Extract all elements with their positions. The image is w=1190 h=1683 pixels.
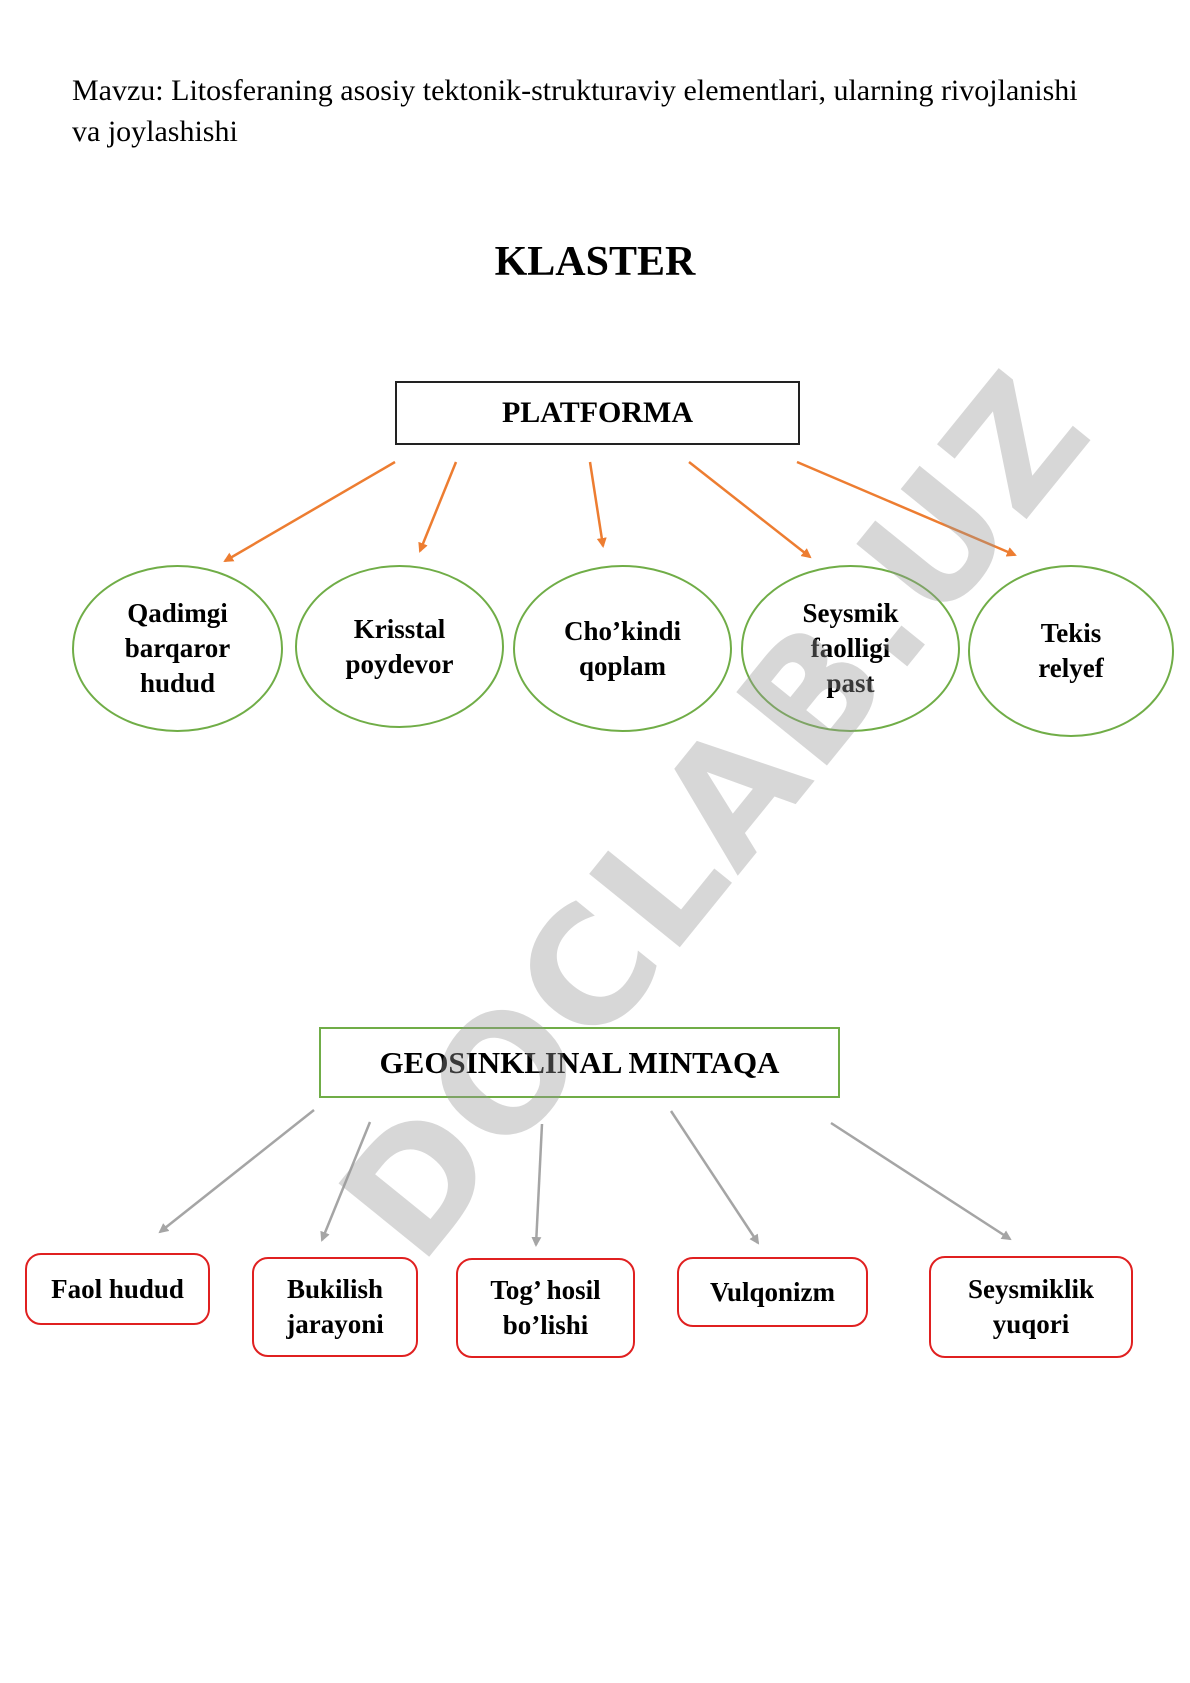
geosinklinal-node-1: Faol hudud: [25, 1253, 210, 1325]
platforma-node-5: Tekis relyef: [968, 565, 1174, 737]
arrow-geosinklinal-3: [531, 1123, 544, 1247]
arrow-geosinklinal-5: [830, 1121, 1012, 1241]
geosinklinal-box: GEOSINKLINAL MINTAQA: [319, 1027, 840, 1098]
arrow-platforma-1: [223, 460, 396, 563]
geosinklinal-node-2: Bukilish jarayoni: [252, 1257, 418, 1357]
arrow-geosinklinal-4: [669, 1110, 760, 1245]
platforma-node-2: Krisstal poydevor: [295, 565, 504, 728]
platforma-node-3: Cho’kindi qoplam: [513, 565, 732, 732]
geosinklinal-node-5: Seysmiklik yuqori: [929, 1256, 1133, 1358]
arrow-platforma-3: [588, 461, 607, 548]
geosinklinal-node-3: Tog’ hosil bo’lishi: [456, 1258, 635, 1358]
geosinklinal-node-4: Vulqonizm: [677, 1257, 868, 1327]
arrow-platforma-4: [688, 461, 812, 559]
arrow-platforma-2: [418, 461, 458, 553]
platforma-node-1: Qadimgi barqaror hudud: [72, 565, 283, 732]
arrow-platforma-5: [796, 460, 1017, 557]
arrow-geosinklinal-2: [320, 1121, 372, 1242]
topic-text: Mavzu: Litosferaning asosiy tektonik-str…: [72, 74, 1078, 148]
platforma-node-4: Seysmik faolligi past: [741, 565, 960, 732]
arrow-geosinklinal-1: [158, 1109, 315, 1234]
page-title: KLASTER: [494, 239, 696, 285]
platforma-box: PLATFORMA: [395, 381, 800, 445]
